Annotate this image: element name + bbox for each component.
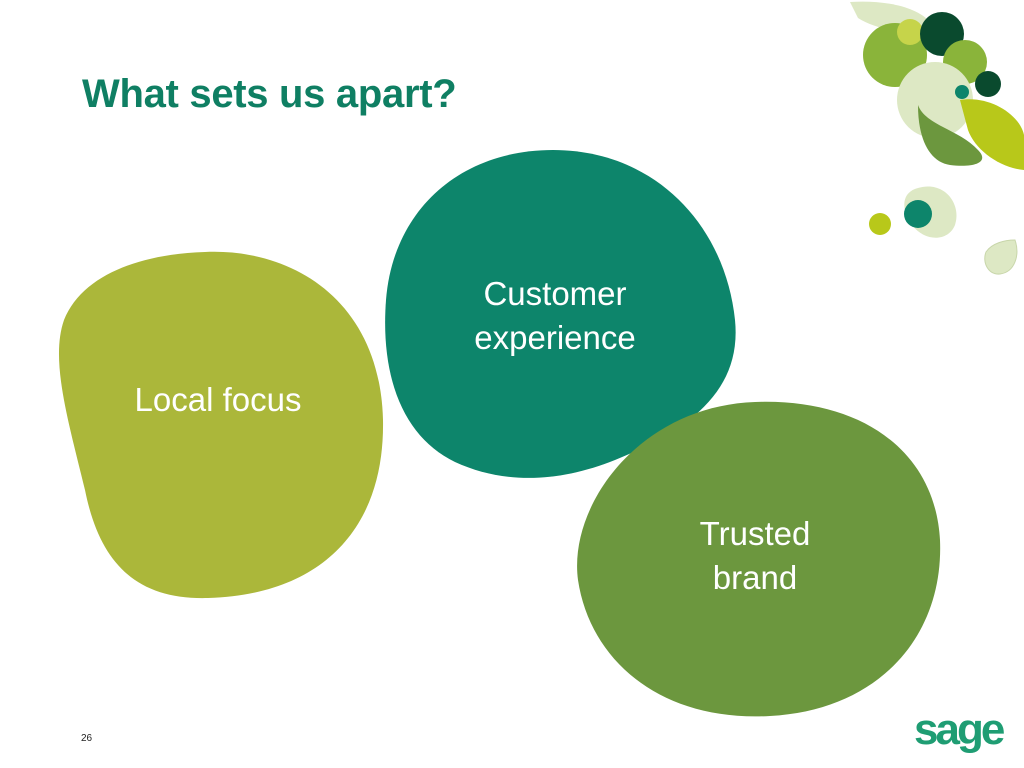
customer-experience-blob <box>385 150 736 478</box>
local-focus-blob <box>58 251 384 599</box>
sage-logo: sage <box>914 705 1005 754</box>
page-number: 26 <box>81 733 93 744</box>
customer-experience-label: Customer experience <box>474 275 636 356</box>
decorative-leaf-cluster-icon <box>850 1 1024 275</box>
trusted-brand-blob <box>577 401 941 717</box>
trusted-brand-label: Trusted brand <box>699 515 811 596</box>
slide-title: What sets us apart? <box>82 72 457 116</box>
local-focus-label: Local focus <box>134 381 302 418</box>
